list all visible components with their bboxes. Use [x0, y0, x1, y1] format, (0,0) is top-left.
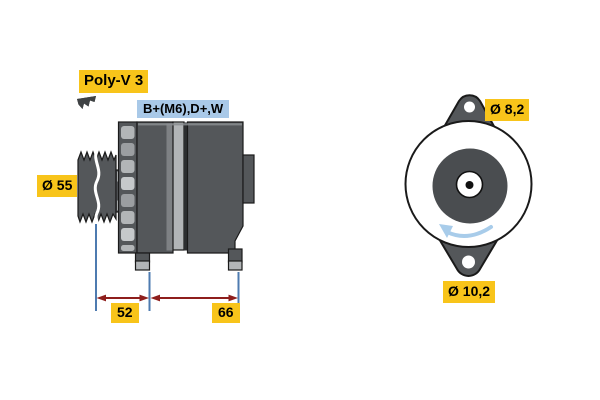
pulley [77, 150, 117, 224]
belt-type-label: Poly-V 3 [79, 70, 149, 93]
rotation-arrow-head [439, 224, 453, 238]
poly-v-belt-icon [77, 96, 96, 109]
top-hole-diameter-label: Ø 8,2 [485, 99, 530, 121]
pulley-diameter-label: Ø 55 [37, 175, 78, 197]
housing-top-highlight [138, 123, 242, 126]
side-view [77, 121, 255, 311]
dimension-52-label: 52 [111, 303, 139, 323]
rotation-arrow-icon [445, 225, 493, 238]
vent-slots [121, 126, 135, 251]
dimension-66-label: 66 [212, 303, 240, 323]
terminals-label: B+(M6),D+,W [137, 100, 230, 119]
dimension-66-arrow [150, 294, 238, 302]
bottom-hole-diameter-label: Ø 10,2 [443, 281, 496, 303]
stator-band-edge [184, 122, 188, 251]
rear-housing [186, 121, 244, 254]
top-mounting-hole [464, 101, 475, 113]
dimension-52-arrow [96, 294, 149, 302]
rear-foot-pad [227, 260, 243, 271]
terminal-block [242, 154, 255, 204]
pulley-break-line [93, 147, 101, 228]
rear-foot [227, 248, 243, 263]
front-housing-shade [166, 123, 173, 251]
shaft-center-dot [465, 181, 474, 189]
bottom-mounting-hole [462, 255, 475, 269]
front-foot-pad [134, 260, 151, 271]
rear-view [404, 94, 533, 277]
stator-band [172, 121, 185, 251]
